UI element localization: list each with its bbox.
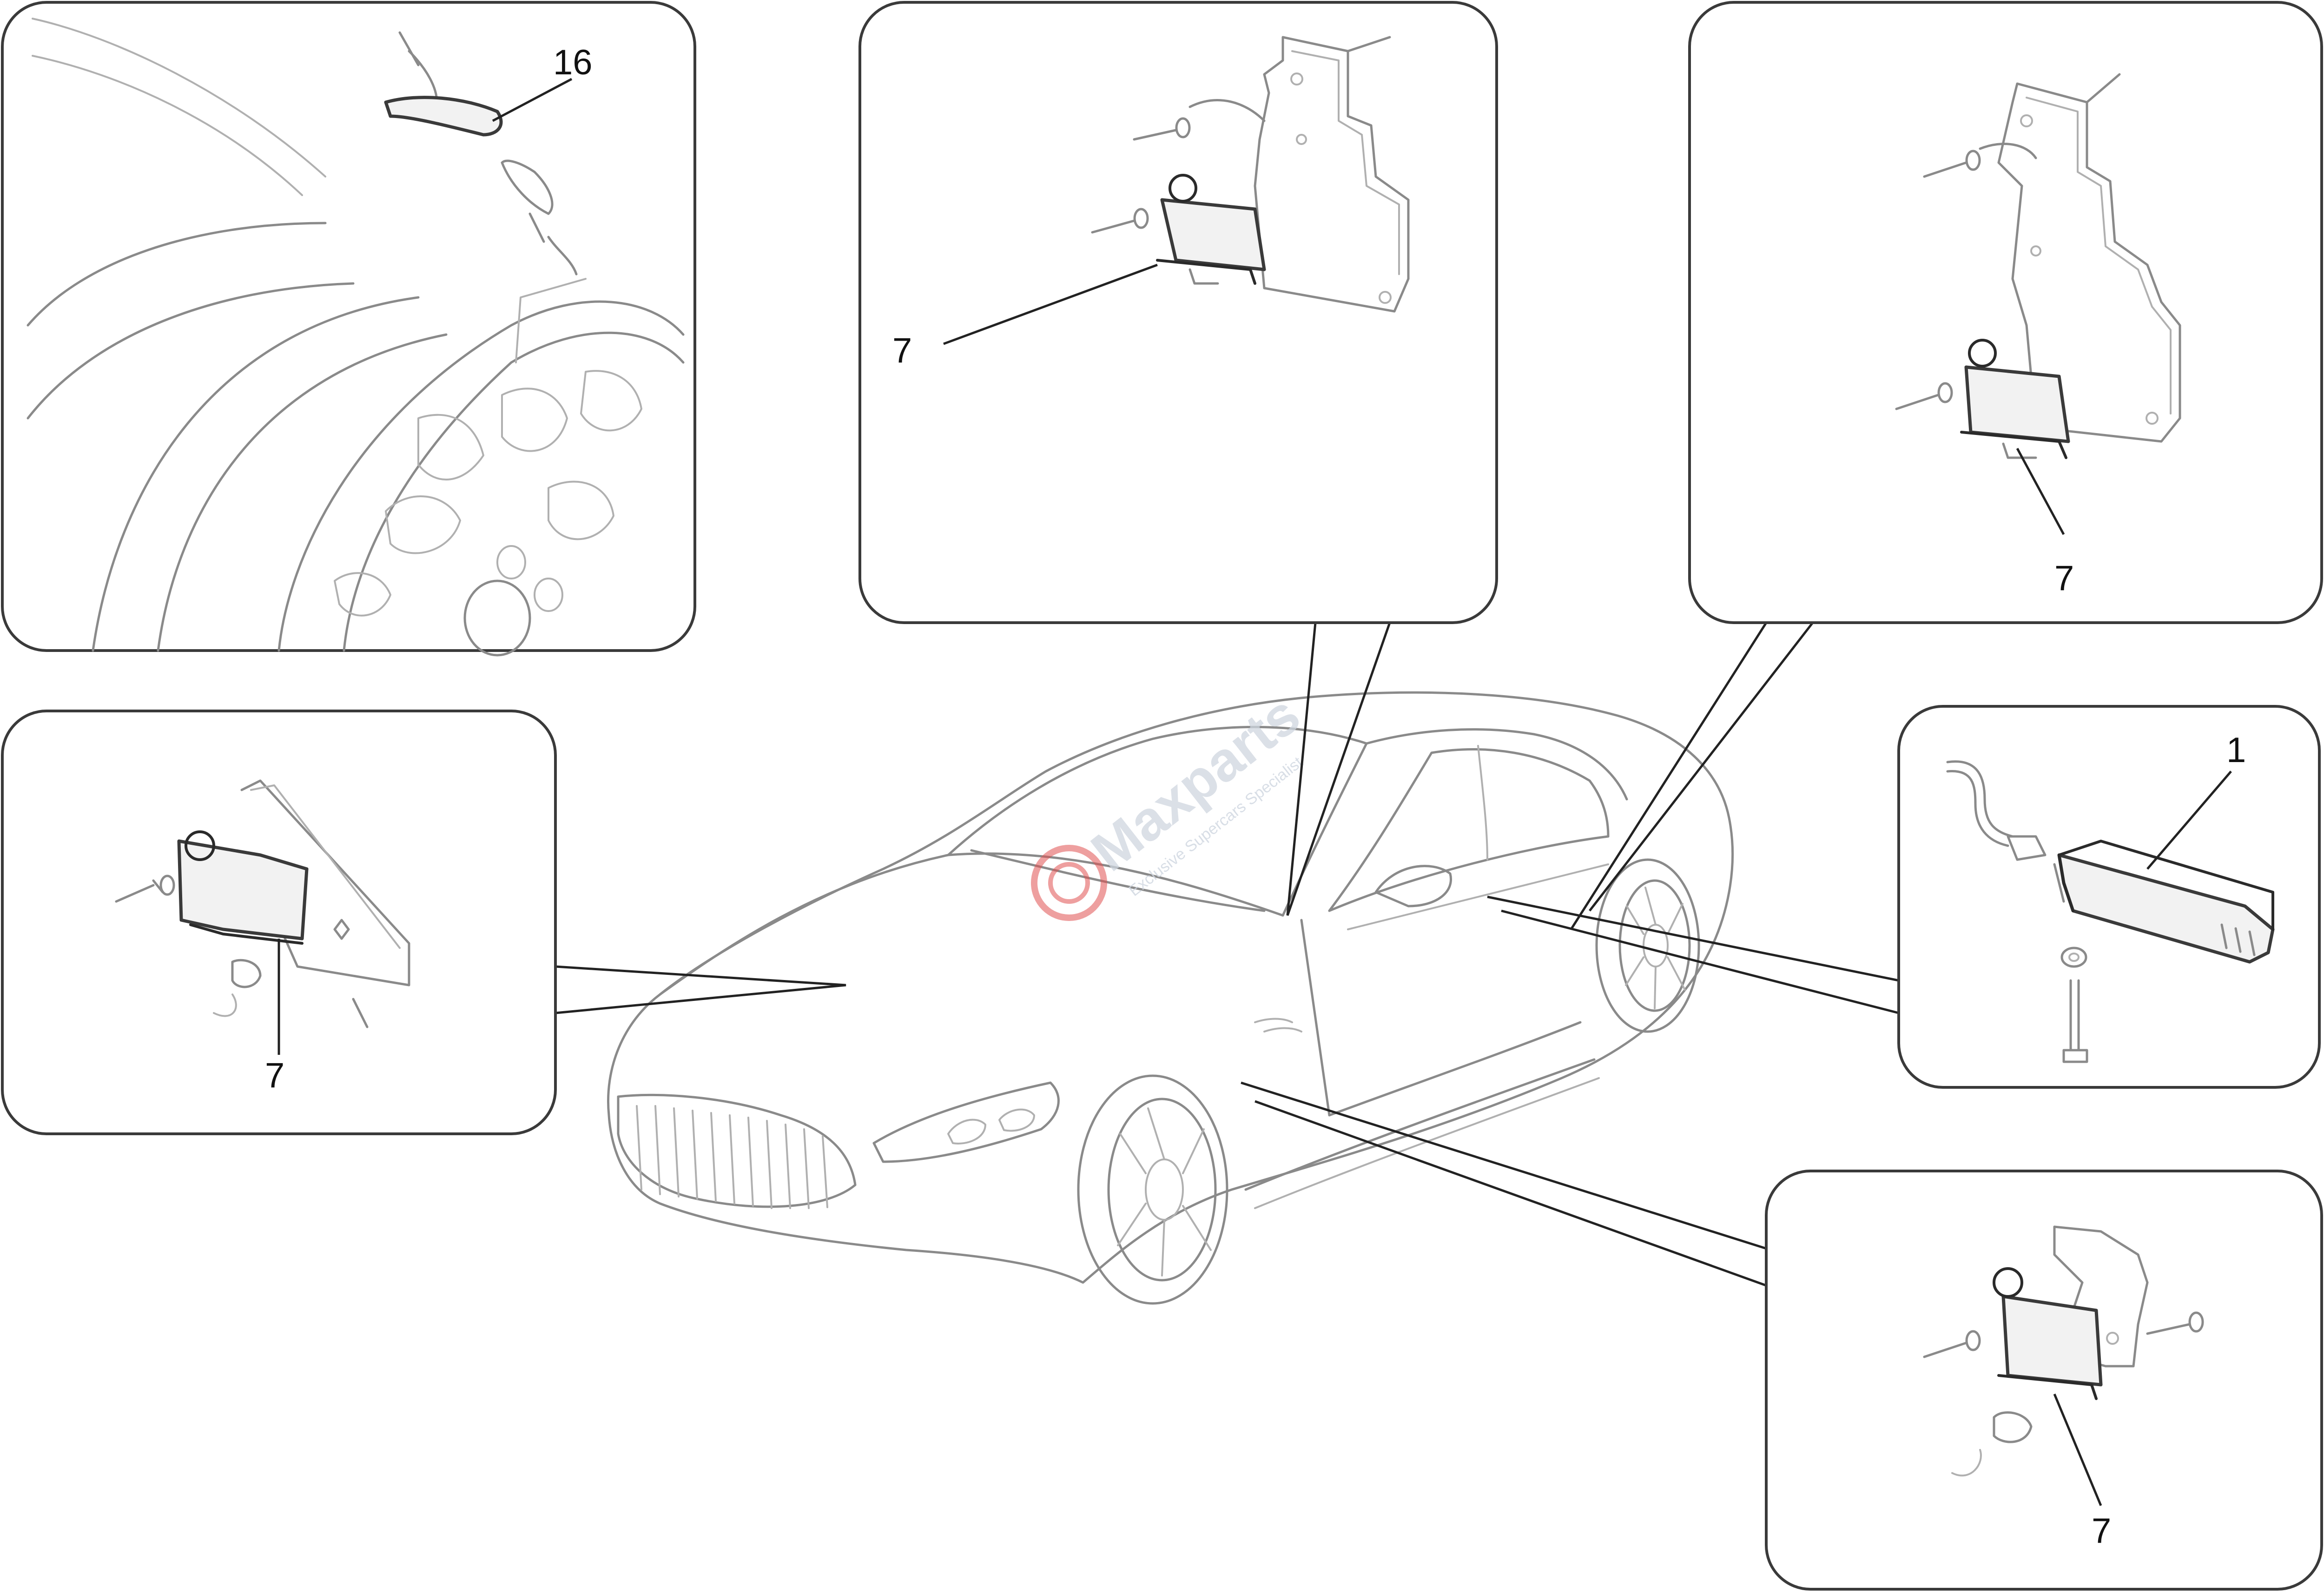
panel-upper-receiver-a: 7	[858, 1, 1498, 624]
callout-front-receiver: 7	[265, 1056, 284, 1095]
callout-upper-receiver-a: 7	[892, 331, 912, 370]
panel-rear-receiver: 7	[1765, 1170, 2323, 1591]
watermark: Maxparts Exclusive Supercars Specialist	[1031, 684, 1311, 921]
panel-tpms-module: 1	[1897, 705, 2321, 1089]
watermark-logo-icon	[1031, 845, 1107, 921]
callout-upper-receiver-b: 7	[2054, 559, 2074, 598]
callout-tpms-module: 1	[2226, 730, 2246, 770]
car-illustration	[607, 691, 1734, 1305]
panel-wheel-valve: 16	[1, 1, 696, 657]
callout-tpms-valve: 16	[553, 43, 593, 82]
panel-upper-receiver-b: 7	[1688, 1, 2323, 624]
panel-front-receiver: 7	[1, 710, 557, 1135]
panel-connectors	[555, 622, 1899, 1289]
callout-rear-receiver: 7	[2092, 1511, 2111, 1551]
